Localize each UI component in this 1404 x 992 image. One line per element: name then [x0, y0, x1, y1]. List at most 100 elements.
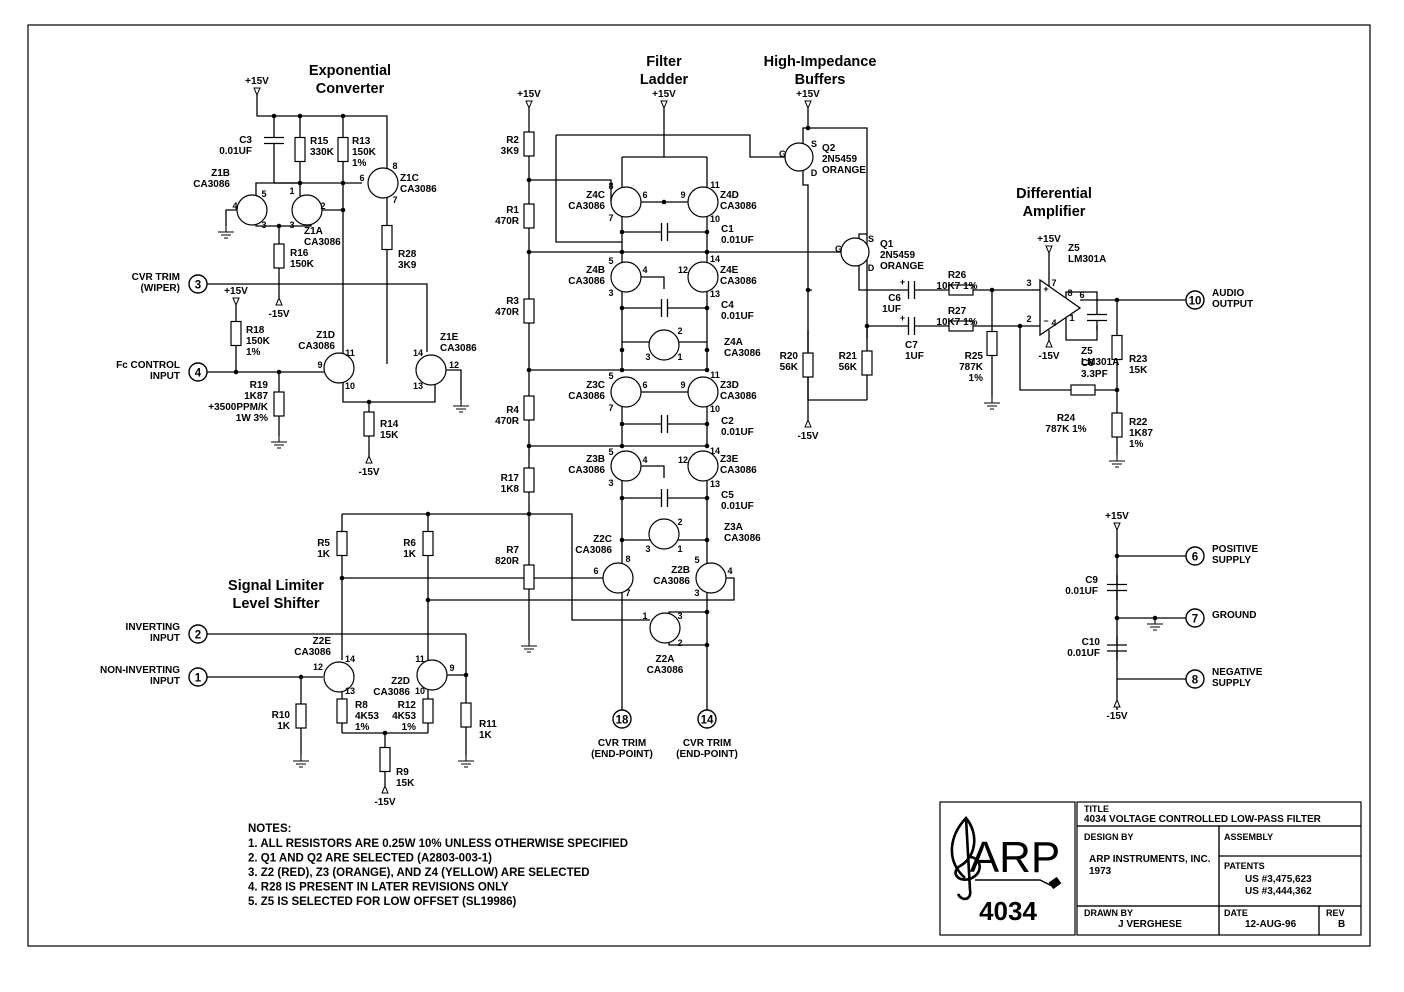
component-label-r13: R13 [352, 136, 371, 147]
component-label-c7: C7 [905, 340, 918, 351]
junction-dot [704, 367, 710, 373]
logo-text: ARP [970, 833, 1060, 882]
junction-dot [619, 229, 625, 235]
R14 [363, 411, 375, 437]
pin-number: 12 [678, 455, 688, 465]
logo-cord-icon [975, 879, 1053, 887]
ground-symbol [984, 397, 1000, 410]
Z1B [236, 194, 268, 226]
component-label-r14: 15K [380, 430, 399, 441]
Z1C [367, 167, 399, 199]
junction-dot [805, 287, 811, 293]
z4b-base [641, 276, 665, 289]
pos-rail-label: +15V [517, 89, 541, 100]
R25 [986, 330, 998, 357]
pos-rail-arrow [660, 100, 668, 110]
connector-c18 [612, 709, 632, 729]
drawn-label: DRAWN BY [1084, 908, 1133, 918]
pos-rail-label: +15V [652, 89, 676, 100]
pin-number: 8 [1067, 288, 1072, 298]
component-label-z1a: Z1A [304, 226, 323, 237]
component-label-z3d: Z3D [720, 380, 739, 391]
component-label-z2d: Z2D [391, 676, 410, 687]
component-label-r18: 1% [246, 347, 261, 358]
pin-number: 6 [642, 190, 647, 200]
pin-number: 3 [289, 220, 294, 230]
pin-number: + [1043, 284, 1048, 294]
component-label-r2: 3K9 [501, 146, 520, 157]
q1-s [858, 233, 867, 238]
component-label-r1: R1 [506, 205, 519, 216]
connector-c6 [1185, 546, 1205, 566]
connector-number: 2 [195, 630, 201, 642]
pin-number: D [868, 263, 875, 273]
z1e-base [446, 369, 462, 400]
pos-rail-arrow [804, 100, 812, 110]
connector-label: INVERTING [126, 622, 181, 633]
c8-wire [1065, 291, 1098, 341]
junction-dot [619, 537, 625, 543]
component-label-z4e: Z4E [720, 265, 739, 276]
component-label-z4b: CA3086 [568, 276, 605, 287]
section-title-buffers: High-Impedance [764, 54, 877, 70]
component-label-z1d: CA3086 [298, 341, 335, 352]
C4-cap [660, 299, 669, 317]
pin-number: − [1043, 316, 1048, 326]
component-label-z5: Z5 [1081, 346, 1093, 357]
pin-number: 1 [677, 544, 682, 554]
component-label-r23: R23 [1129, 354, 1148, 365]
ground-symbol [293, 755, 309, 768]
C7-cap [907, 317, 916, 335]
cvr-wiper-wire [207, 283, 428, 352]
pin-number: 13 [710, 289, 720, 299]
components [188, 131, 1205, 773]
pin-number: 7 [608, 403, 613, 413]
z1b-col [255, 182, 300, 198]
stage3-emit [621, 404, 708, 446]
connector-number: 7 [1192, 614, 1198, 626]
pin-number: 9 [680, 190, 685, 200]
component-label-r4: R4 [506, 405, 519, 416]
z2a-col [668, 611, 707, 616]
component-label-q1: 2N5459 [880, 250, 915, 261]
section-title-diff: Amplifier [1023, 204, 1086, 220]
R6 [422, 530, 434, 557]
component-label-z1e: Z1E [440, 332, 459, 343]
component-label-c1: 0.01UF [721, 235, 754, 246]
connector-label: (WIPER) [141, 283, 180, 294]
ground-symbol [458, 755, 474, 768]
component-label-c9: 0.01UF [1065, 586, 1098, 597]
pin-number: 12 [678, 265, 688, 275]
c3-bottom [273, 165, 362, 184]
component-label-r13: 1% [352, 158, 367, 169]
component-label-r25: 1% [969, 373, 984, 384]
component-label-z1e: CA3086 [440, 343, 477, 354]
C9-cap [1107, 583, 1127, 592]
pin-number: 9 [317, 360, 322, 370]
Z5-opamp [1039, 278, 1082, 337]
component-label-r3: 470R [495, 307, 520, 318]
component-label-z1a: CA3086 [304, 237, 341, 248]
pos-rail-label: +15V [224, 286, 248, 297]
pin-number: 5 [608, 256, 613, 266]
component-label-c4: C4 [721, 300, 734, 311]
pin-number: 11 [345, 348, 355, 358]
connector-label: CVR TRIM [132, 272, 180, 283]
component-label-z1d: Z1D [316, 330, 335, 341]
connector-label: (END-POINT) [591, 749, 653, 760]
pin-number: 4 [642, 265, 647, 275]
neg-rail-label: -15V [1038, 351, 1059, 362]
pin-number: 6 [593, 566, 598, 576]
component-label-q1: ORANGE [880, 261, 924, 272]
logo-box [939, 801, 1076, 936]
junction-dot [661, 199, 667, 205]
component-label-z4a: Z4A [724, 337, 743, 348]
component-label-z2e: CA3086 [294, 647, 331, 658]
title-value: 4034 VOLTAGE CONTROLLED LOW-PASS FILTER [1084, 814, 1322, 825]
C8-cap [1087, 313, 1107, 322]
junction-dot [864, 323, 870, 329]
connector-number: 4 [195, 368, 202, 380]
junction-dot [704, 609, 710, 615]
component-label-z3e: CA3086 [720, 465, 757, 476]
